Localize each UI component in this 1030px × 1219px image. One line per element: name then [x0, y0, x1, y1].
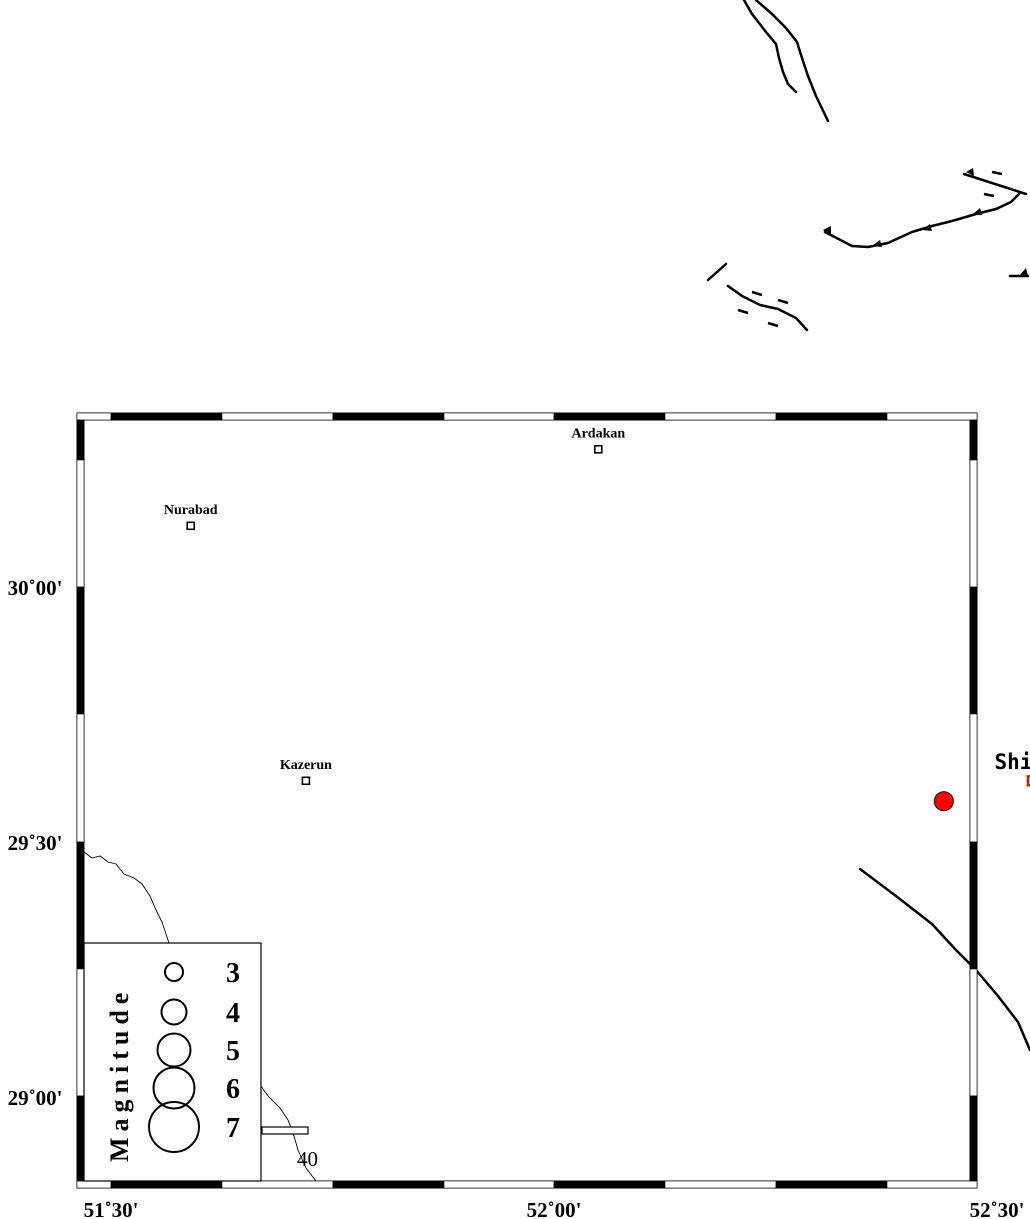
legend-magnitude-label: 3 — [226, 958, 240, 989]
legend-magnitude-circle — [160, 998, 188, 1026]
longitude-tick-label: 52˚00' — [527, 1198, 582, 1219]
capital-label: Shiraz — [995, 750, 1030, 774]
city-marker — [593, 444, 603, 454]
legend-magnitude-circle — [152, 1066, 196, 1110]
city-marker — [186, 521, 196, 531]
scale-bar-label: 40 — [297, 1147, 318, 1171]
legend-magnitude-label: 5 — [226, 1036, 240, 1067]
capital-marker — [1026, 775, 1030, 787]
fault-line — [706, 262, 728, 282]
legend-magnitude-label: 6 — [226, 1074, 240, 1105]
map-frame — [76, 412, 978, 1189]
latitude-tick-label: 30˚00' — [8, 576, 63, 600]
longitude-tick-label: 51˚30' — [84, 1198, 139, 1219]
city-label: Kazerun — [280, 758, 332, 773]
epicenter-marker — [933, 791, 954, 812]
capital-layer: Shiraz — [995, 750, 1030, 787]
scale-bar: 40 — [261, 1126, 318, 1171]
fault-line — [823, 192, 1021, 249]
legend-magnitude-circle — [164, 962, 184, 982]
fault-line — [726, 284, 809, 332]
cities-layer: ArdakanNurabadMarvdashtArsanjanKazerun — [164, 426, 625, 786]
fault-line — [858, 867, 1030, 1052]
legend-magnitude-label: 7 — [226, 1113, 240, 1144]
epicenter-layer — [933, 791, 954, 812]
magnitude-legend: Magnitude 3 4 5 6 7 — [83, 942, 262, 1182]
fault-line — [742, 0, 798, 94]
legend-magnitude-circle — [148, 1101, 200, 1153]
latitude-tick-label: 29˚30' — [8, 831, 63, 855]
fault-line — [754, 0, 830, 123]
legend-magnitude-label: 4 — [226, 998, 240, 1029]
latitude-tick-label: 29˚00' — [8, 1086, 63, 1110]
fault-lines — [706, 0, 1030, 1052]
longitude-tick-label: 52˚30' — [970, 1198, 1025, 1219]
city-marker — [301, 776, 311, 786]
axis-tick-labels: 51˚30'52˚00'52˚30'53˚00'30˚00'29˚30'29˚0… — [8, 576, 1025, 1219]
city-label: Ardakan — [571, 426, 625, 441]
fault-line — [962, 172, 1028, 196]
city-label: Nurabad — [164, 503, 218, 518]
legend-title: Magnitude — [105, 987, 134, 1162]
